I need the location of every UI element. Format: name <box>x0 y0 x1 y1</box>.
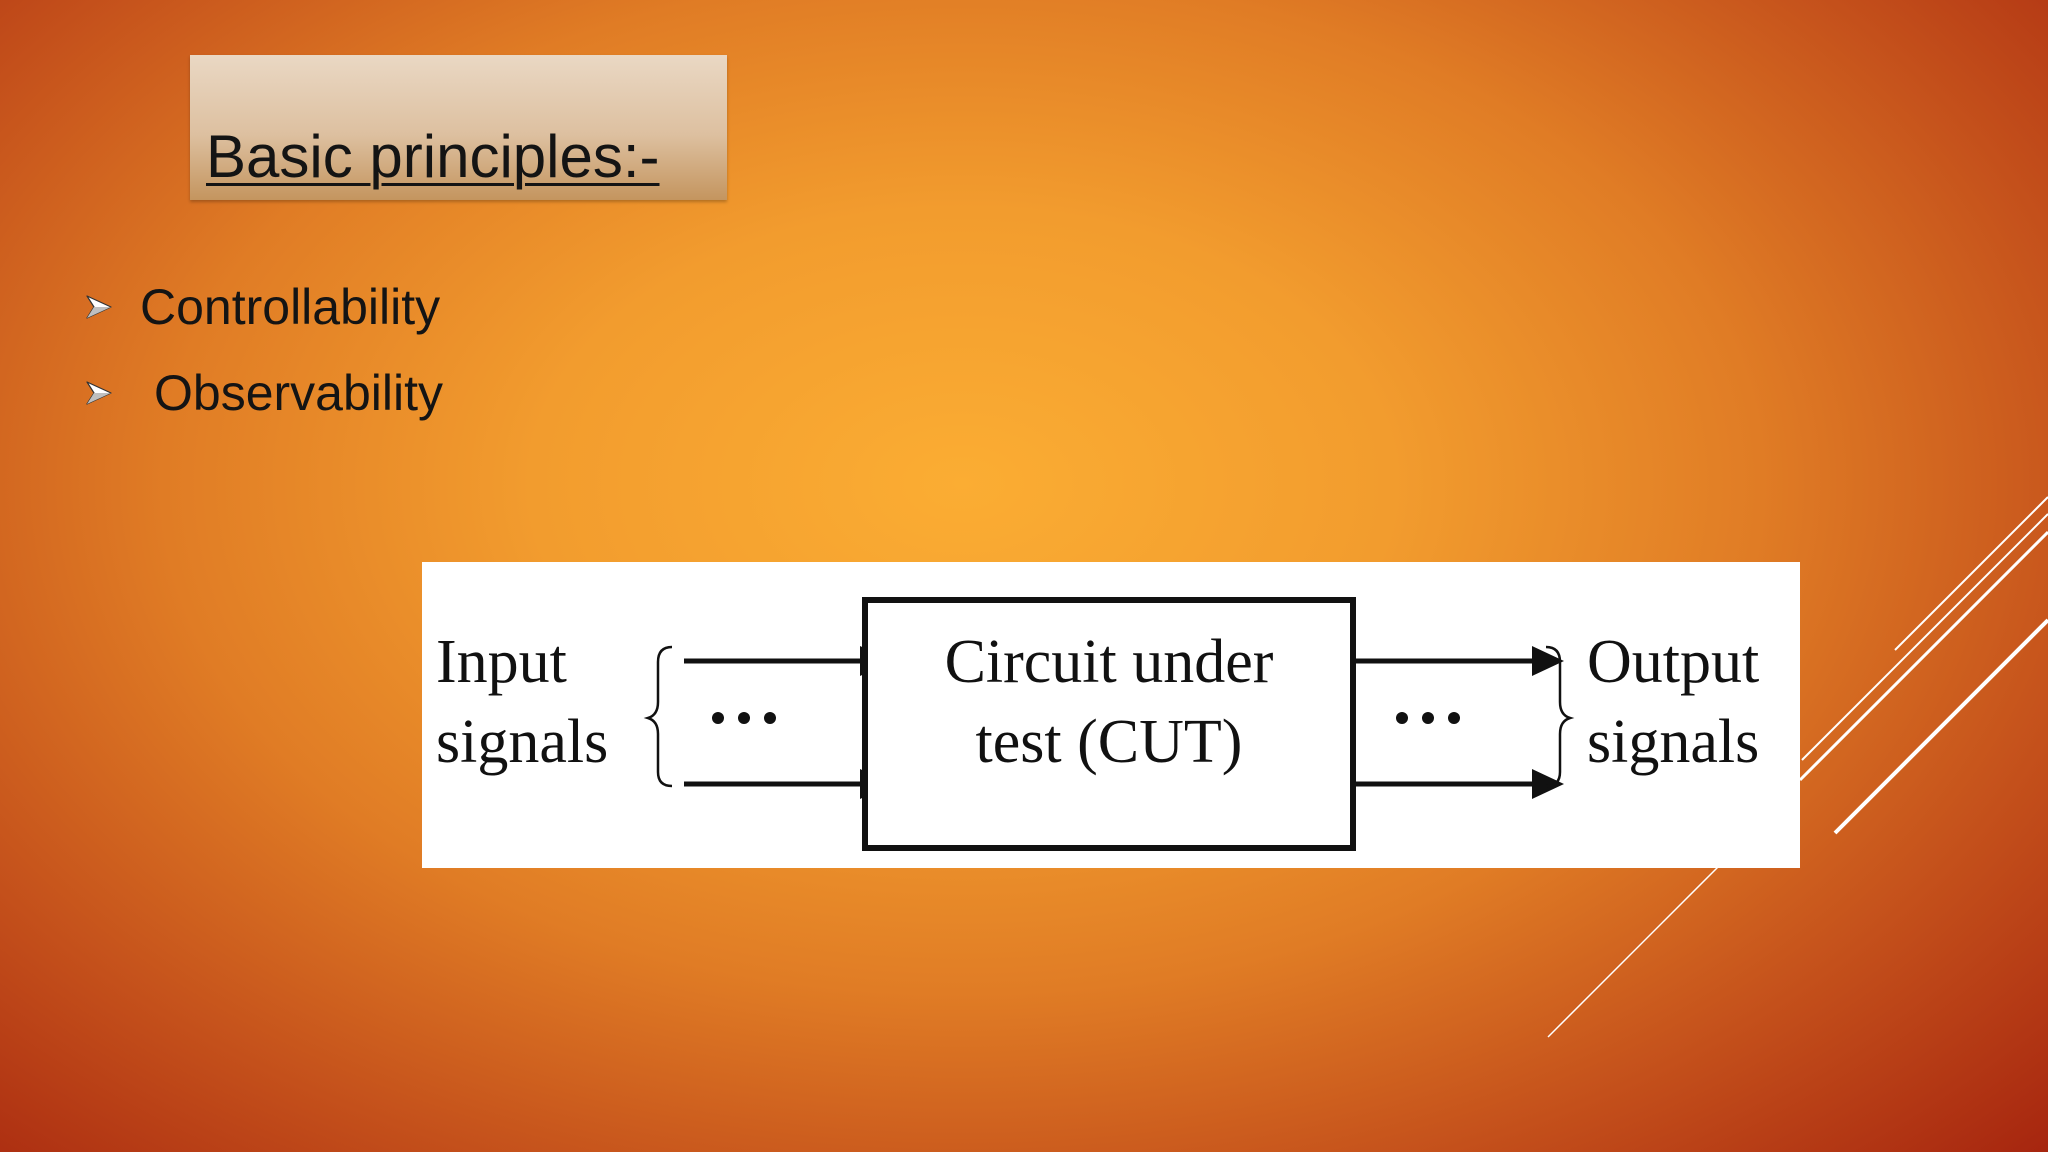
arrowhead-bullet-icon <box>86 381 112 405</box>
input-brace <box>643 645 673 788</box>
output-label-line1: Output <box>1587 628 1759 696</box>
cut-diagram: Input signals Circuit under test (CUT) <box>422 562 1800 868</box>
bullet-text: Observability <box>154 365 443 421</box>
output-arrowhead-bottom <box>1532 769 1564 799</box>
bullet-text: Controllability <box>140 279 441 335</box>
slide-title-box: Basic principles:- <box>190 55 727 200</box>
input-label-line1: Input <box>436 628 567 696</box>
bullet-item-controllability: Controllability <box>84 277 440 337</box>
output-arrowhead-top <box>1532 646 1564 676</box>
input-ellipsis <box>712 712 776 724</box>
output-brace <box>1545 645 1575 788</box>
output-label-line2: signals <box>1587 708 1759 776</box>
output-ellipsis <box>1396 712 1460 724</box>
cut-label-line2: test (CUT) <box>976 708 1243 776</box>
bullet-item-observability: Observability <box>84 363 443 423</box>
cut-box <box>862 597 1356 851</box>
cut-label-line1: Circuit under <box>945 628 1274 696</box>
slide-title: Basic principles:- <box>206 123 660 190</box>
input-label-line2: signals <box>436 708 608 776</box>
arrowhead-bullet-icon <box>86 295 112 319</box>
